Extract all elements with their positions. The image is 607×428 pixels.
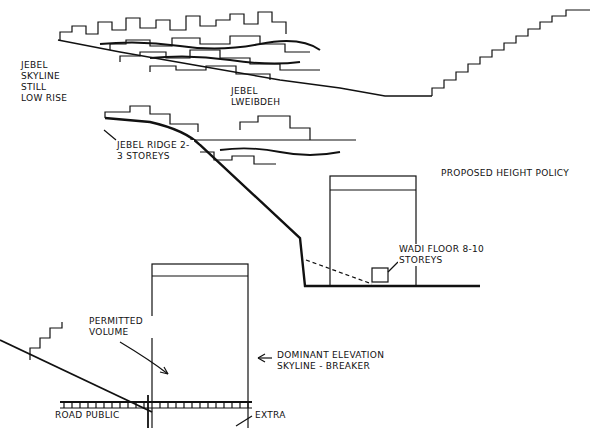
sketch-annotation: JEBEL LWEIBDEH — [230, 86, 298, 108]
sketch-annotation: PERMITTED VOLUME — [88, 316, 160, 338]
sketch-annotation: JEBEL SKYLINE STILL LOW RISE — [20, 60, 70, 104]
sketch-annotation: ROAD PUBLIC — [54, 410, 121, 421]
sketch-annotation: JEBEL RIDGE 2-3 STOREYS — [116, 140, 194, 162]
sketch-annotation: DOMINANT ELEVATION SKYLINE - BREAKER — [276, 350, 396, 372]
sketch-annotation: EXTRA — [254, 410, 287, 421]
sketch-annotation: PROPOSED HEIGHT POLICY — [440, 168, 570, 179]
sketch-annotation: WADI FLOOR 8-10 STOREYS — [398, 244, 492, 266]
